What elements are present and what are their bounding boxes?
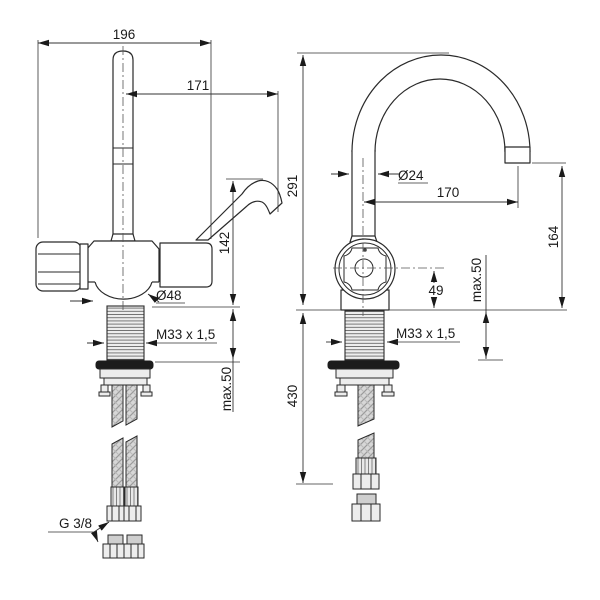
dim-spout-tube-diameter-label: Ø24 bbox=[398, 168, 424, 183]
riser-fill bbox=[352, 150, 375, 237]
side-g38-nut bbox=[351, 503, 381, 522]
dim-shank-thread-side-label: M33 x 1,5 bbox=[396, 326, 455, 341]
side-view-dimensions: 291 430 Ø24 170 164 49 bbox=[285, 52, 567, 485]
spout-base-piece bbox=[159, 242, 213, 288]
arrow-g38-up bbox=[93, 521, 110, 533]
g38-nut-right bbox=[123, 543, 145, 559]
side-base-flange bbox=[327, 360, 400, 370]
g38-nut-left bbox=[102, 543, 125, 559]
gooseneck-fill bbox=[352, 55, 530, 152]
hose-left-upper bbox=[111, 384, 124, 428]
dim-max-deck-front-label: max.50 bbox=[219, 367, 234, 411]
body-dome bbox=[94, 281, 153, 300]
side-g38-collar bbox=[356, 493, 377, 506]
gooseneck-inner bbox=[374, 78, 506, 153]
dim-spout-offset-label: 171 bbox=[187, 78, 210, 93]
mounting-plate bbox=[103, 377, 148, 386]
gooseneck-outer bbox=[351, 54, 531, 153]
knob-face-plate bbox=[79, 243, 89, 290]
spout-outlet-tip bbox=[504, 146, 531, 164]
side-hose-upper bbox=[357, 384, 375, 427]
dim-overall-width-label: 196 bbox=[113, 27, 136, 42]
front-view: 196 171 142 max.50 Ø48 M33 x 1 bbox=[35, 27, 283, 559]
arrow-d48-right bbox=[147, 293, 160, 304]
stud-foot-left bbox=[98, 391, 111, 397]
dim-outlet-height-label: 164 bbox=[546, 225, 561, 248]
front-view-dimensions: 196 171 142 max.50 Ø48 M33 x 1 bbox=[37, 27, 279, 543]
handle-index-dot bbox=[363, 248, 367, 252]
base-flange bbox=[95, 360, 154, 370]
dim-overall-height-label: 291 bbox=[285, 175, 300, 198]
hose-right-lower bbox=[125, 435, 138, 488]
side-hose-crimp bbox=[355, 457, 377, 475]
side-shank-thread bbox=[344, 310, 385, 361]
dim-hose-thread-label: G 3/8 bbox=[59, 516, 92, 531]
handle-grip bbox=[343, 247, 387, 291]
dim-max-deck-side-label: max.50 bbox=[469, 258, 484, 302]
side-hose-lower bbox=[357, 432, 375, 459]
hose-crimp-right bbox=[124, 486, 139, 507]
side-view: 291 430 Ø24 170 164 49 bbox=[285, 52, 567, 522]
side-stud-foot-right bbox=[381, 391, 395, 397]
hose-nut-left bbox=[106, 505, 125, 522]
side-hose-nut bbox=[352, 473, 380, 490]
handle-inner-ring bbox=[338, 242, 392, 296]
front-view-faucet bbox=[35, 46, 283, 559]
arrow-g38-down bbox=[90, 530, 99, 543]
side-mounting-plate bbox=[339, 377, 390, 386]
dim-spout-height-label: 142 bbox=[217, 232, 232, 255]
hose-left-lower bbox=[111, 437, 124, 488]
dim-shank-thread-front-label: M33 x 1,5 bbox=[156, 327, 215, 342]
dim-spout-reach-label: 170 bbox=[437, 185, 460, 200]
dim-hose-length-label: 430 bbox=[285, 385, 300, 408]
hose-nut-right bbox=[123, 505, 142, 522]
side-view-faucet bbox=[327, 54, 531, 522]
side-stud-foot-left bbox=[334, 391, 348, 397]
handle-outer-ring bbox=[334, 238, 396, 300]
hose-crimp-left bbox=[110, 486, 125, 507]
dim-base-diameter-label: Ø48 bbox=[156, 288, 182, 303]
shank-thread bbox=[106, 305, 145, 361]
spout-hook bbox=[195, 179, 283, 241]
side-mounting-bracket bbox=[335, 368, 394, 379]
stud-foot-right bbox=[140, 391, 153, 397]
dim-cartridge-axis-label: 49 bbox=[428, 283, 443, 298]
hose-right-upper bbox=[125, 384, 138, 426]
mounting-bracket bbox=[99, 368, 151, 379]
